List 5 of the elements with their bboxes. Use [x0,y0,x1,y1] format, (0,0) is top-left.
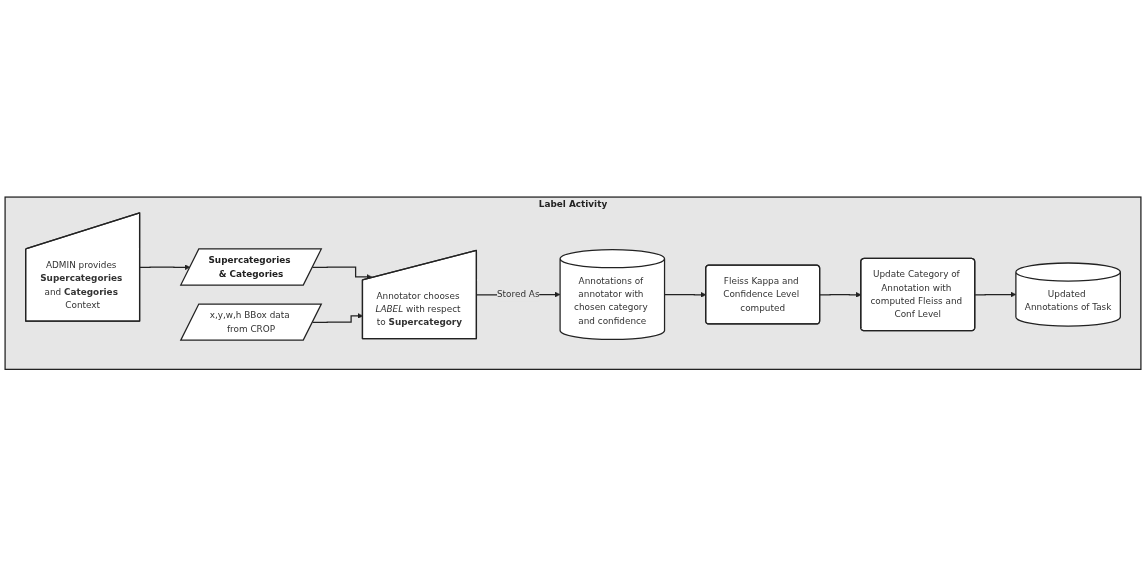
arrow [311,266,373,281]
edge-label: Stored As [496,289,540,300]
arrow [311,313,364,324]
arrow [139,264,191,271]
arrow [974,292,1017,298]
